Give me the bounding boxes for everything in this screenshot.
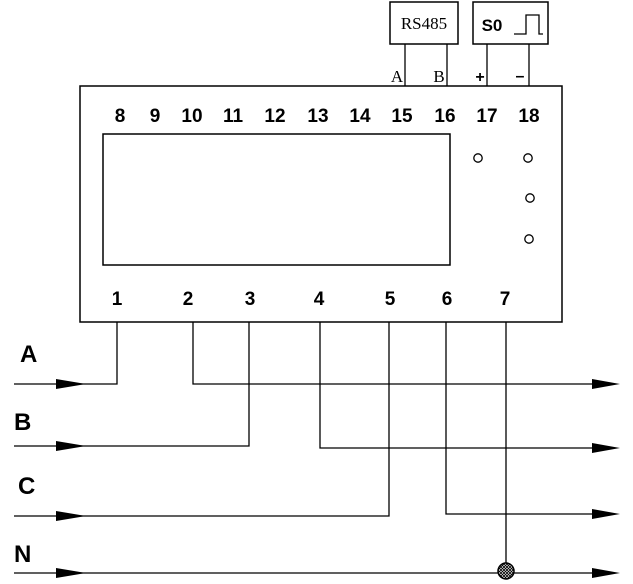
- terminal-17: 17: [476, 106, 497, 127]
- terminal-7: 7: [500, 289, 511, 310]
- arrow-c-out: [592, 509, 620, 519]
- arrow-a-out: [592, 379, 620, 389]
- arrow-c-in: [56, 511, 86, 521]
- lcd-display: [102, 133, 451, 266]
- wire-b-in: [14, 322, 250, 447]
- indicator-led: [523, 153, 533, 163]
- terminal-12: 12: [264, 106, 285, 127]
- arrow-b-out: [592, 443, 620, 453]
- terminal-13: 13: [307, 106, 328, 127]
- terminal-5: 5: [385, 289, 396, 310]
- rs485-label: RS485: [401, 14, 447, 33]
- wire-c-in: [14, 322, 390, 517]
- arrow-n-in: [56, 568, 86, 578]
- terminal-9: 9: [150, 106, 161, 127]
- phase-n-label: N: [14, 541, 31, 568]
- pulse-icon: [514, 14, 543, 35]
- terminal-18: 18: [518, 106, 539, 127]
- s0-minus-label: –: [516, 68, 525, 85]
- arrow-b-in: [56, 441, 86, 451]
- terminal-15: 15: [391, 106, 413, 127]
- terminal-10: 10: [181, 106, 202, 127]
- s0-label: S0: [482, 16, 503, 35]
- arrow-n-out: [592, 568, 620, 578]
- indicator-led: [524, 234, 534, 244]
- phase-b-label: B: [14, 409, 31, 436]
- indicator-led: [473, 153, 483, 163]
- rs485-pin-b: B: [433, 67, 444, 86]
- terminal-8: 8: [115, 106, 126, 127]
- s0-plus-label: +: [475, 69, 484, 86]
- phase-a-label: A: [20, 341, 37, 368]
- indicator-led: [525, 193, 535, 203]
- terminal-3: 3: [245, 289, 256, 310]
- wire-a-in: [14, 322, 118, 385]
- terminal-6: 6: [442, 289, 453, 310]
- terminal-16: 16: [434, 106, 455, 127]
- rs485-module: [389, 1, 459, 45]
- wire-b-out: [319, 322, 598, 449]
- wire-c-out: [445, 322, 598, 515]
- terminal-4: 4: [314, 289, 325, 310]
- neutral-junction: [497, 562, 515, 580]
- terminal-1: 1: [112, 289, 123, 310]
- terminal-11: 11: [223, 106, 244, 127]
- s0-module: [472, 1, 549, 45]
- phase-c-label: C: [18, 473, 35, 500]
- terminal-14: 14: [349, 106, 371, 127]
- rs485-pin-a: A: [391, 67, 404, 86]
- arrow-a-in: [56, 379, 86, 389]
- terminal-2: 2: [183, 289, 194, 310]
- wire-a-out: [192, 322, 598, 385]
